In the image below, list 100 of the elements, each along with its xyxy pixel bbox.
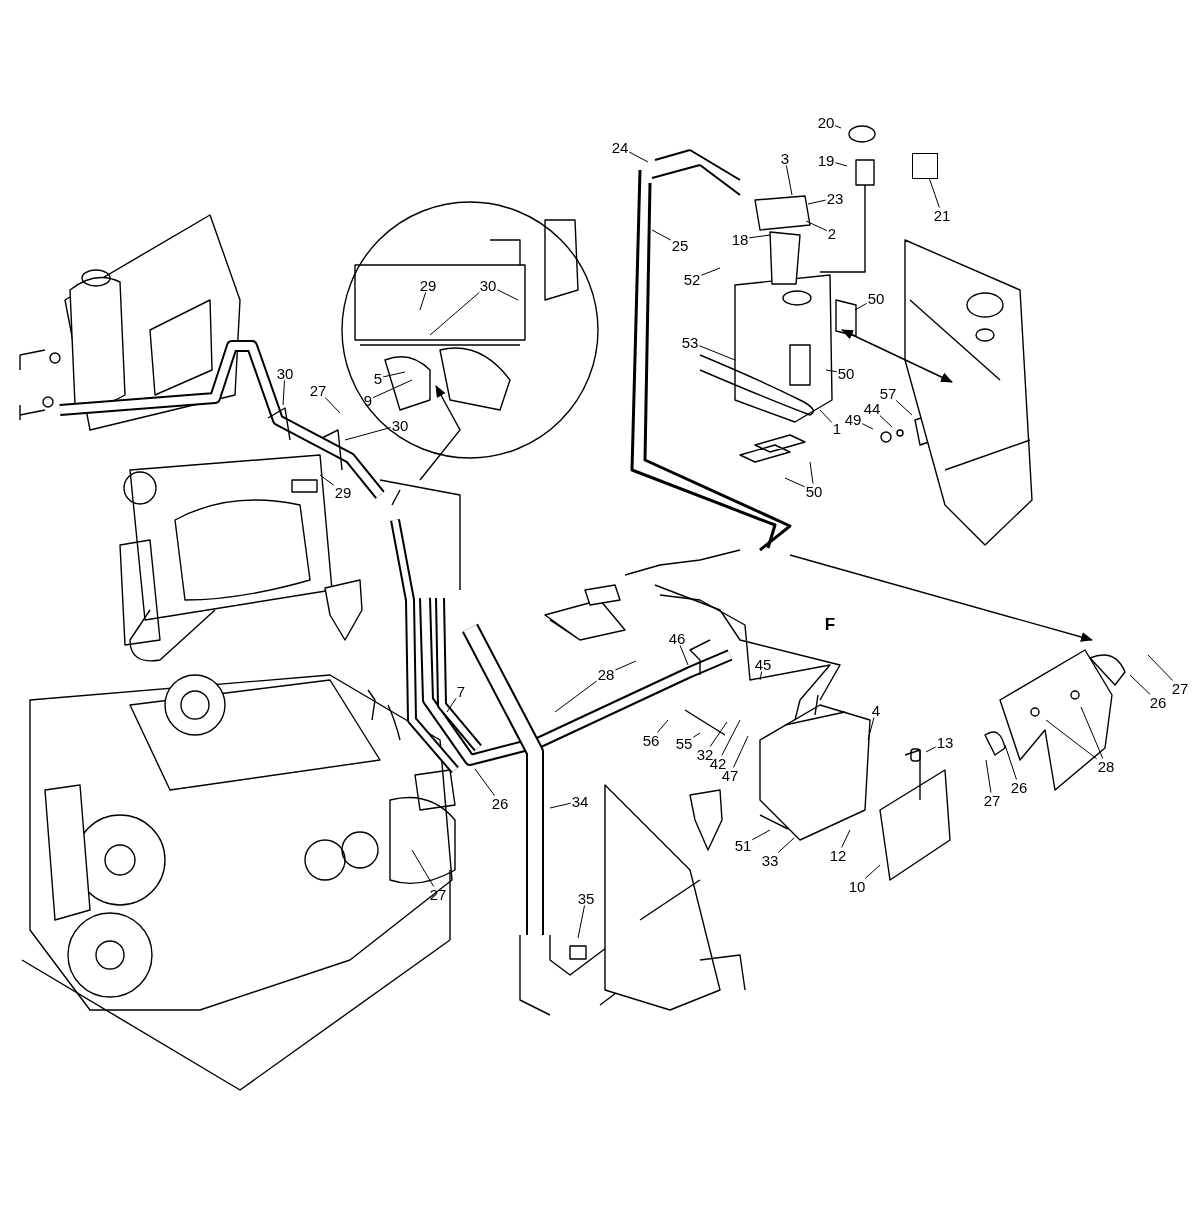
callout-number: 35	[576, 890, 596, 906]
leader-line	[895, 400, 913, 416]
leader-line	[985, 759, 992, 793]
callout-number: 19	[816, 152, 836, 168]
callout-number: 52	[682, 271, 702, 287]
callout-number: 49	[843, 411, 863, 427]
leader-line	[777, 837, 795, 853]
leader-line	[679, 645, 689, 666]
leader-line	[854, 302, 868, 311]
callout-number: 26	[490, 795, 510, 811]
callout-number: 56	[641, 732, 661, 748]
leader-line	[411, 849, 435, 887]
callout-number: 10	[847, 878, 867, 894]
callout-number: 21	[932, 207, 952, 223]
callout-number: 27	[428, 886, 448, 902]
leader-line	[577, 905, 585, 939]
leader-line	[879, 415, 893, 428]
callout-number: 34	[570, 793, 590, 809]
callout-number: 51	[733, 837, 753, 853]
leader-line	[1129, 674, 1151, 695]
leader-line	[805, 220, 828, 232]
callout-number: 33	[760, 852, 780, 868]
callout-number: 55	[674, 735, 694, 751]
leader-line	[834, 125, 842, 129]
callout-number: 53	[680, 334, 700, 350]
callout-number: 24	[610, 139, 630, 155]
leader-line	[282, 380, 285, 406]
callout-number: 28	[596, 666, 616, 682]
callout-number: 30	[390, 417, 410, 433]
leader-line	[925, 746, 937, 753]
leader-line	[656, 719, 669, 733]
callout-number: 7	[455, 683, 467, 699]
leader-line	[733, 735, 749, 768]
callout-number: 44	[862, 400, 882, 416]
leader-line	[496, 289, 519, 301]
leader-line	[446, 698, 457, 713]
callout-number: 9	[362, 392, 374, 408]
leader-line	[554, 680, 598, 713]
leader-line	[841, 829, 851, 848]
callout-number: 25	[670, 237, 690, 253]
leader-line	[324, 397, 341, 414]
callout-number: 27	[982, 792, 1002, 808]
leader-line	[344, 427, 392, 441]
leader-line	[721, 719, 741, 756]
callout-number: 2	[826, 225, 838, 241]
callout-number: 12	[828, 847, 848, 863]
callout-number: 28	[1096, 758, 1116, 774]
callout-number: 50	[804, 483, 824, 499]
callout-number: 45	[753, 656, 773, 672]
leader-line	[784, 477, 806, 488]
leader-line	[382, 371, 406, 378]
callout-number: 4	[870, 702, 882, 718]
leader-line	[785, 165, 793, 196]
callout-number: 30	[478, 277, 498, 293]
leader-line	[319, 474, 335, 486]
leader-line	[751, 829, 771, 841]
callout-number: 26	[1148, 694, 1168, 710]
leader-line	[628, 151, 649, 163]
leader-line	[709, 721, 728, 747]
leader-line	[651, 229, 672, 241]
leader-line	[834, 162, 848, 167]
leader-line	[807, 199, 827, 205]
leader-line	[929, 178, 940, 208]
callout-number: 57	[878, 385, 898, 401]
leader-line	[825, 369, 838, 373]
leader-line	[809, 461, 814, 484]
callout-number: 26	[1009, 779, 1029, 795]
leader-line	[429, 292, 480, 336]
leader-line	[867, 717, 875, 741]
callout-number: 20	[816, 114, 836, 130]
callout-number: 27	[308, 382, 328, 398]
callout-number: 50	[866, 290, 886, 306]
leader-line	[372, 379, 413, 399]
leader-line	[1004, 744, 1017, 780]
leader-line	[419, 292, 427, 311]
callout-number: 1	[831, 420, 843, 436]
callout-number: 29	[418, 277, 438, 293]
callout-number: 30	[275, 365, 295, 381]
callout-number: 46	[667, 630, 687, 646]
callout-number: 23	[825, 190, 845, 206]
leader-line	[698, 345, 736, 361]
leader-line	[474, 768, 495, 796]
callout-number: 18	[730, 231, 750, 247]
leader-line	[819, 409, 833, 423]
leader-line	[549, 802, 572, 809]
callout-number: 27	[1170, 680, 1190, 696]
view-letter: F	[824, 615, 836, 635]
callout-number: 29	[333, 484, 353, 500]
empty-square	[912, 153, 938, 179]
callout-number: 5	[372, 370, 384, 386]
leader-line	[861, 423, 874, 430]
leader-line	[759, 671, 763, 681]
callout-number: 13	[935, 734, 955, 750]
leader-line	[1045, 719, 1098, 760]
callout-number: 50	[836, 365, 856, 381]
leader-line	[864, 864, 881, 879]
callout-number: 3	[779, 150, 791, 166]
leader-line	[700, 267, 721, 276]
leader-line	[748, 234, 771, 239]
leader-line	[692, 732, 701, 738]
